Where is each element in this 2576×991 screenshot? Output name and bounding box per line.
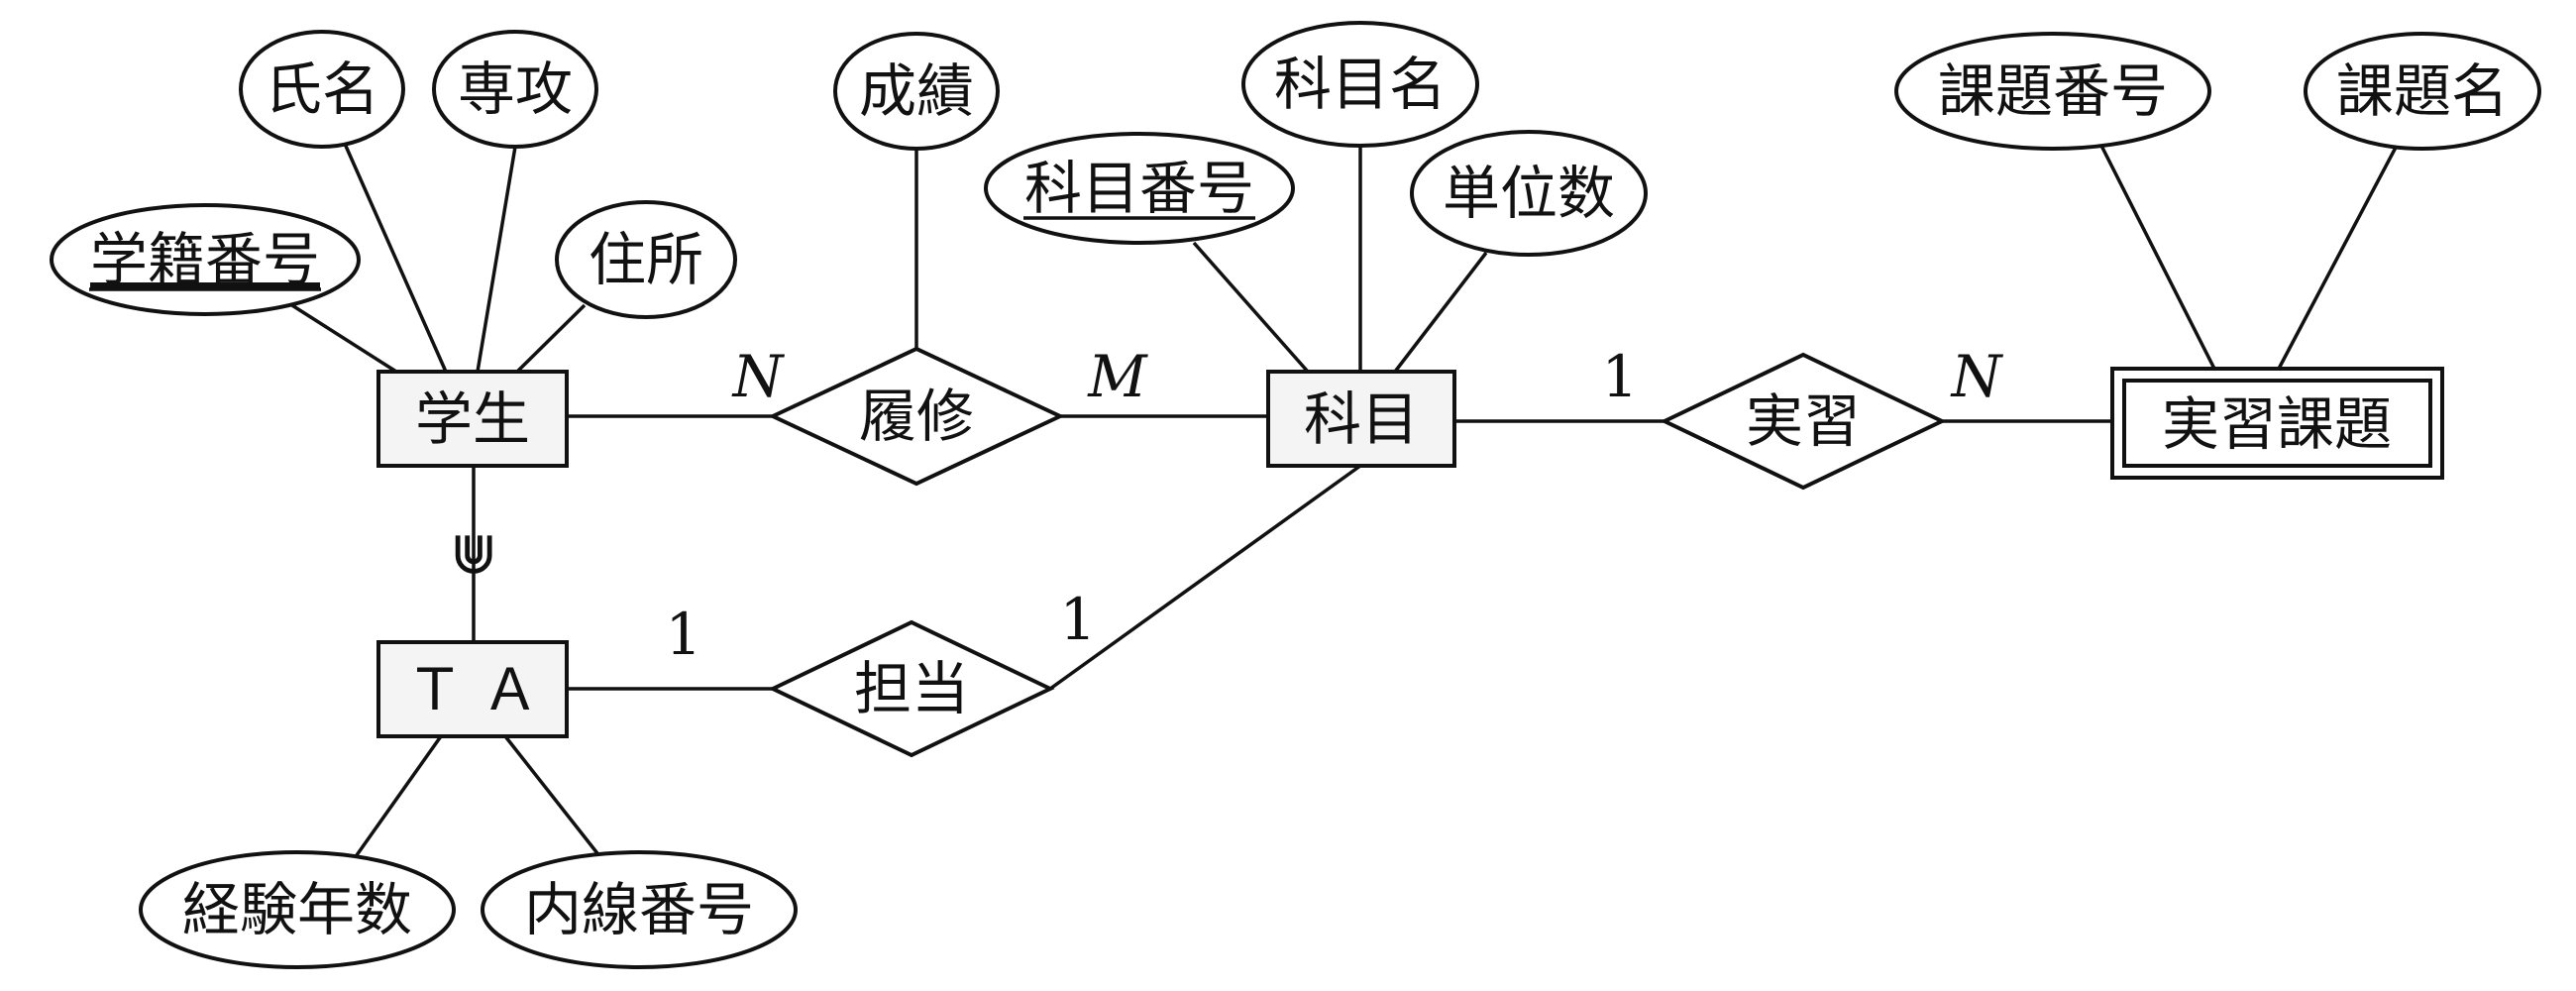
relationship-enroll-label: 履修: [859, 383, 974, 450]
cardinality-student-enroll: N: [731, 343, 786, 410]
relationships: 履修 実習 担当: [768, 346, 1947, 758]
attribute-extension-no: 内線番号: [481, 850, 798, 969]
attribute-experience-years: 経験年数: [139, 850, 456, 969]
cardinality-enroll-course: M: [1087, 343, 1148, 410]
relationship-charge-label: 担当: [854, 655, 969, 722]
relationship-practice: 実習: [1660, 352, 1947, 491]
connector-lines: [286, 143, 2400, 864]
attributes: 氏名 専攻 学籍番号 住所 成績 科目名 科目番号: [50, 21, 2541, 969]
cardinalities: N M 1 N 1 1: [666, 343, 2004, 668]
line-studentid-student: [286, 300, 397, 374]
attribute-course-id-label: 科目番号: [1024, 155, 1254, 222]
entity-ta: ＴＡ: [376, 640, 569, 738]
relationship-enroll: 履修: [768, 346, 1065, 487]
attribute-course-name-label: 科目名: [1274, 51, 1447, 118]
relationship-practice-label: 実習: [1746, 387, 1861, 455]
line-extension-ta: [503, 734, 606, 864]
line-experience-ta: [350, 734, 443, 864]
line-name-student: [343, 143, 448, 373]
attribute-assignment-name: 課題名: [2304, 32, 2541, 151]
attribute-assignment-no: 課題番号: [1894, 32, 2211, 151]
cardinality-ta-charge: 1: [666, 601, 702, 668]
attribute-student-id: 学籍番号: [50, 203, 361, 316]
entity-ta-label: ＴＡ: [406, 656, 557, 723]
attribute-assignment-name-label: 課題名: [2336, 57, 2509, 125]
attribute-major-label: 専攻: [458, 55, 573, 123]
cardinality-course-practice: 1: [1602, 343, 1639, 410]
entity-assignment-weak: 実習課題: [2110, 367, 2444, 480]
attribute-address-label: 住所: [589, 226, 703, 293]
attribute-grade: 成績: [833, 32, 1000, 151]
line-assignmentname-assignment: [2277, 143, 2400, 370]
attribute-name: 氏名: [239, 30, 405, 149]
entity-assignment-label: 実習課題: [2162, 390, 2392, 458]
entities: 学生 科目 ＴＡ 実習課題: [376, 367, 2444, 738]
line-credits-course: [1393, 251, 1488, 374]
relationship-charge: 担当: [768, 619, 1055, 758]
attribute-extension-no-label: 内線番号: [524, 876, 754, 943]
entity-student: 学生: [376, 370, 569, 468]
line-courseid-course: [1192, 241, 1310, 374]
attribute-assignment-no-label: 課題番号: [1938, 57, 2168, 125]
attribute-name-label: 氏名: [265, 55, 379, 123]
attribute-address: 住所: [555, 200, 737, 319]
cardinality-charge-course: 1: [1060, 586, 1097, 653]
attribute-experience-years-label: 経験年数: [182, 876, 412, 943]
attribute-major: 専攻: [432, 30, 598, 149]
entity-student-label: 学生: [415, 385, 530, 453]
attribute-credits: 単位数: [1410, 130, 1648, 257]
subset-symbol: ⋓: [450, 519, 498, 587]
attribute-course-name: 科目名: [1241, 21, 1479, 148]
attribute-grade-label: 成績: [859, 57, 974, 125]
entity-course: 科目: [1266, 370, 1456, 468]
line-address-student: [515, 303, 587, 374]
cardinality-practice-assignment: N: [1950, 343, 2004, 410]
line-assignmentno-assignment: [2098, 143, 2216, 370]
attribute-student-id-label: 学籍番号: [90, 226, 320, 293]
entity-course-label: 科目: [1304, 385, 1419, 453]
attribute-credits-label: 単位数: [1443, 160, 1615, 227]
line-major-student: [476, 146, 517, 373]
attribute-course-id: 科目番号: [984, 132, 1295, 245]
line-charge-course: [1048, 464, 1362, 691]
